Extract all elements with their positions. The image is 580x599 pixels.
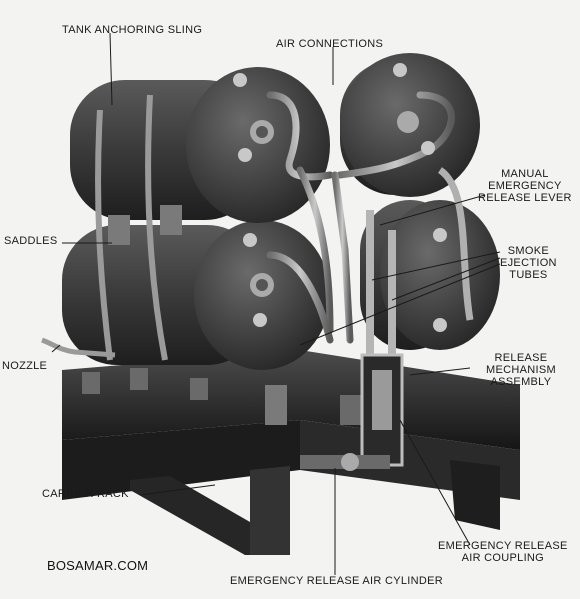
label-saddles: SADDLES: [4, 235, 58, 247]
label-line: RELEASE: [494, 352, 548, 364]
label-manual-release-lever: MANUAL EMERGENCY RELEASE LEVER: [478, 168, 572, 204]
label-line: AIR COUPLING: [461, 552, 545, 564]
watermark-text: BOSAMAR.COM: [47, 558, 149, 573]
label-line: EMERGENCY RELEASE: [438, 540, 568, 552]
label-tank-anchoring-sling: TANK ANCHORING SLING: [62, 24, 203, 36]
label-line: SMOKE: [507, 245, 550, 257]
nozzle: [41, 337, 116, 358]
label-line: EJECTION: [500, 257, 557, 269]
valves: [233, 63, 447, 332]
label-air-connections: AIR CONNECTIONS: [276, 38, 384, 50]
label-line: RELEASE LEVER: [478, 192, 572, 204]
label-emergency-release-air-cylinder: EMERGENCY RELEASE AIR CYLINDER: [230, 575, 443, 587]
lower-tank-left: [62, 220, 330, 370]
label-line: MANUAL: [501, 168, 549, 180]
label-line: EMERGENCY: [488, 180, 562, 192]
label-line: MECHANISM: [486, 364, 556, 376]
saddles: [108, 205, 182, 245]
label-emergency-release-air-coupling: EMERGENCY RELEASE AIR COUPLING: [438, 540, 568, 564]
label-carrier-rack: CARRIER RACK: [42, 488, 129, 500]
label-line: ASSEMBLY: [490, 376, 552, 388]
label-smoke-ejection-tubes: SMOKE EJECTION TUBES: [500, 245, 557, 281]
lower-tank-right: [360, 200, 500, 350]
carrier-rack: [62, 350, 520, 555]
release-mechanism: [300, 353, 404, 471]
leader-lines: [51, 32, 501, 575]
label-release-mechanism-assembly: RELEASE MECHANISM ASSEMBLY: [486, 352, 556, 388]
smoke-ejection-tubes: [366, 167, 474, 360]
label-nozzle: NOZZLE: [2, 360, 48, 372]
label-line: TUBES: [509, 269, 548, 281]
anchoring-slings: [95, 94, 168, 361]
